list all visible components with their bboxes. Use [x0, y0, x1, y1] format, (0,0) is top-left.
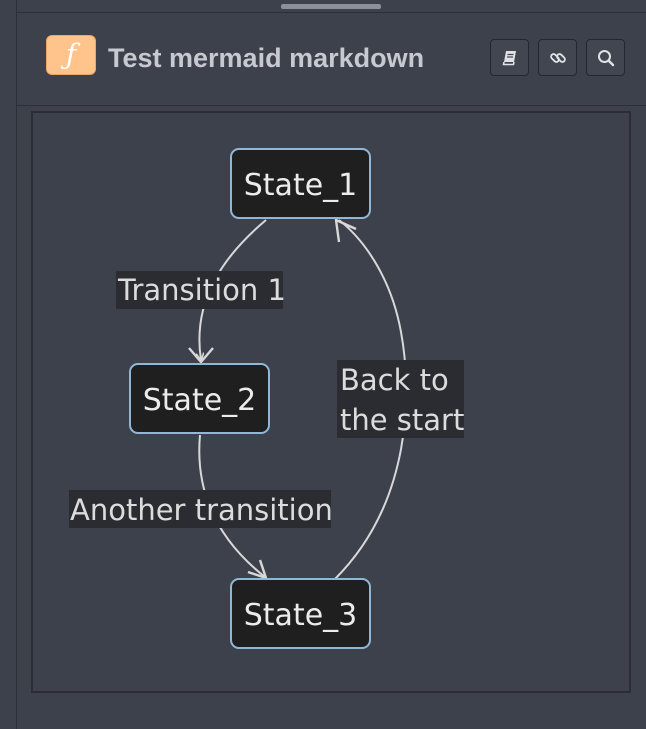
function-icon: ƒ: [46, 35, 96, 75]
top-divider: [17, 12, 646, 13]
link-icon: [549, 52, 566, 63]
svg-text:State_2: State_2: [143, 383, 257, 418]
diagram-panel: Transition 1 Another transition Back to …: [31, 111, 631, 693]
svg-text:Transition 1: Transition 1: [117, 273, 286, 307]
svg-text:Back to: Back to: [340, 363, 449, 397]
state-diagram: Transition 1 Another transition Back to …: [69, 148, 464, 649]
svg-text:State_1: State_1: [244, 168, 358, 203]
edge-state3-to-state1: [334, 219, 408, 580]
link-button[interactable]: [538, 39, 577, 76]
arrowhead-state1: [334, 218, 357, 243]
svg-text:Another transition: Another transition: [70, 493, 333, 527]
edge-label-transition-1: Transition 1: [116, 271, 286, 309]
state-node-2: State_2: [129, 363, 270, 434]
svg-text:the start: the start: [340, 403, 464, 437]
function-glyph: ƒ: [65, 38, 77, 71]
page-title: Test mermaid markdown: [108, 43, 425, 73]
search-button[interactable]: [586, 39, 625, 76]
search-icon: [597, 49, 614, 66]
book-button[interactable]: [490, 39, 529, 76]
left-border: [16, 0, 17, 729]
arrowhead-state2: [188, 347, 214, 364]
book-icon: [502, 50, 516, 65]
resize-handle[interactable]: [281, 4, 381, 9]
state-node-1: State_1: [230, 148, 371, 219]
edge-label-back-to-start: Back to the start: [337, 360, 464, 438]
edge-label-another-transition: Another transition: [69, 490, 333, 528]
state-node-3: State_3: [230, 578, 371, 649]
panel-header: ƒ Test mermaid markdown: [17, 13, 646, 106]
svg-text:State_3: State_3: [244, 598, 358, 633]
